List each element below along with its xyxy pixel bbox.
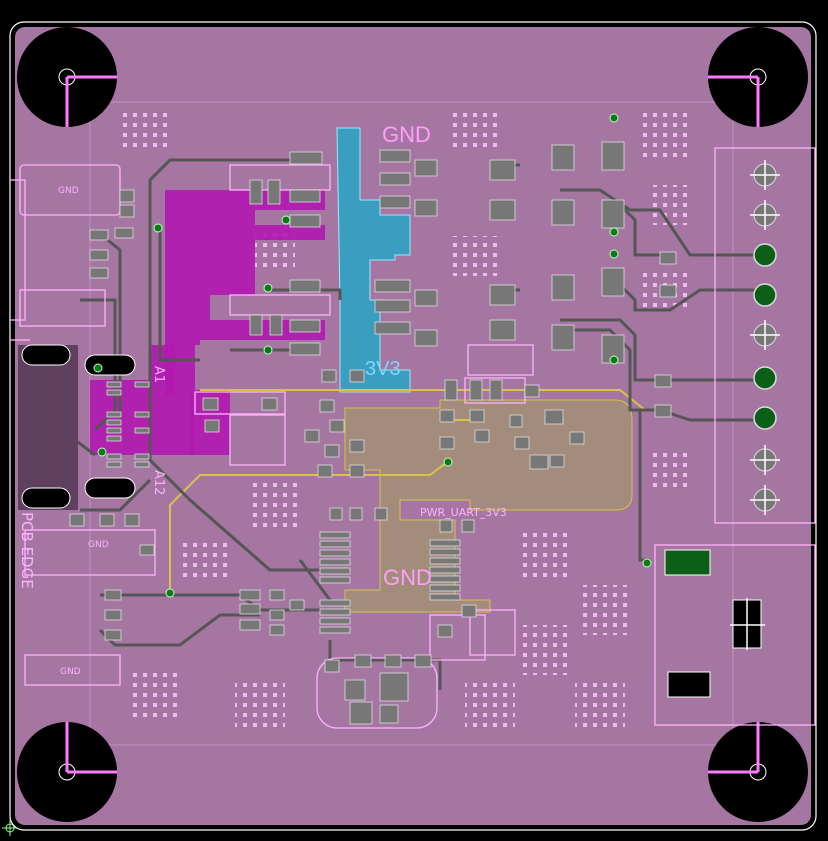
component-pads: [69, 141, 677, 725]
pin-a12-label: A12: [151, 470, 166, 495]
mounting-hole-icon: [708, 27, 808, 127]
battery-holder: [664, 549, 765, 698]
gnd-pad-label: GND: [88, 540, 109, 550]
net-3v3-label: 3V3: [365, 358, 401, 380]
usb-connector: [18, 344, 150, 510]
mounting-hole-icon: [17, 722, 117, 822]
gnd-pad-label: GND: [58, 186, 79, 196]
pwr-uart-label: PWR_UART_3V3: [420, 506, 507, 519]
mounting-hole-icon: [17, 27, 117, 127]
via-icon: [93, 113, 652, 598]
pour-3v3: [336, 127, 411, 393]
gnd-plane-label-top: GND: [382, 122, 431, 147]
connector-pins: [750, 160, 780, 515]
origin-crosshair-icon: [2, 820, 18, 836]
pin-a1-label: A1: [151, 366, 166, 383]
mounting-hole-icon: [708, 722, 808, 822]
gnd-plane-label-bottom: GND: [383, 565, 432, 590]
pcb-edge-label: PCB EDGE: [18, 512, 36, 589]
gnd-pad-label: GND: [60, 667, 81, 677]
pour-pwr-uart: [344, 399, 633, 613]
board-outline: [9, 21, 817, 831]
